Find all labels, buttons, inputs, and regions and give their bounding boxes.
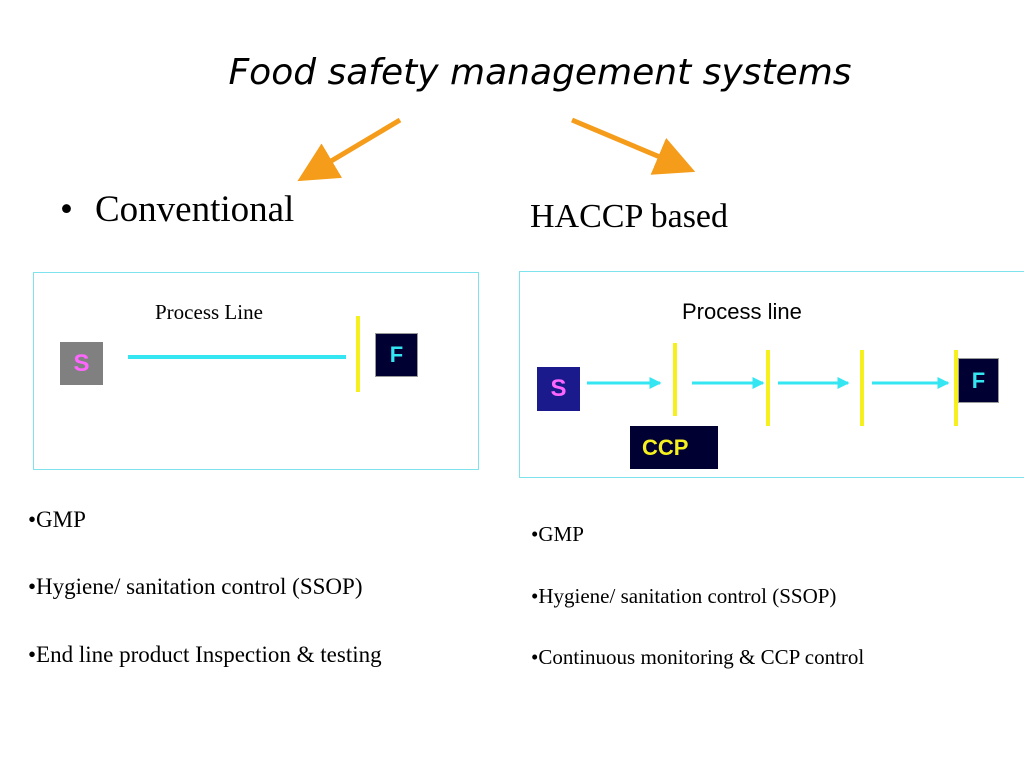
list-item: •Hygiene/ sanitation control (SSOP)	[531, 584, 837, 608]
process-line-label: Process Line	[155, 300, 263, 324]
finish-box: F	[375, 333, 418, 377]
orange-arrow-left	[297, 117, 402, 182]
page-title: Food safety management systems	[228, 52, 852, 93]
ccp-box: CCP	[630, 426, 718, 469]
orange-arrow-right	[571, 117, 696, 175]
list-item: •Hygiene/ sanitation control (SSOP)	[28, 574, 363, 599]
list-item: •End line product Inspection & testing	[28, 642, 382, 667]
list-item: •Continuous monitoring & CCP control	[531, 645, 865, 669]
conventional-panel	[33, 272, 479, 470]
finish-box: F	[958, 358, 999, 403]
conventional-heading: •Conventional	[60, 189, 295, 230]
process-line-label: Process line	[682, 299, 802, 324]
bullet-dot: •	[60, 189, 73, 230]
haccp-heading: HACCP based	[530, 198, 729, 235]
haccp-panel	[519, 271, 1024, 478]
list-item: •GMP	[531, 522, 584, 546]
start-box: S	[60, 342, 103, 385]
start-box: S	[537, 367, 580, 411]
list-item: •GMP	[28, 507, 86, 532]
